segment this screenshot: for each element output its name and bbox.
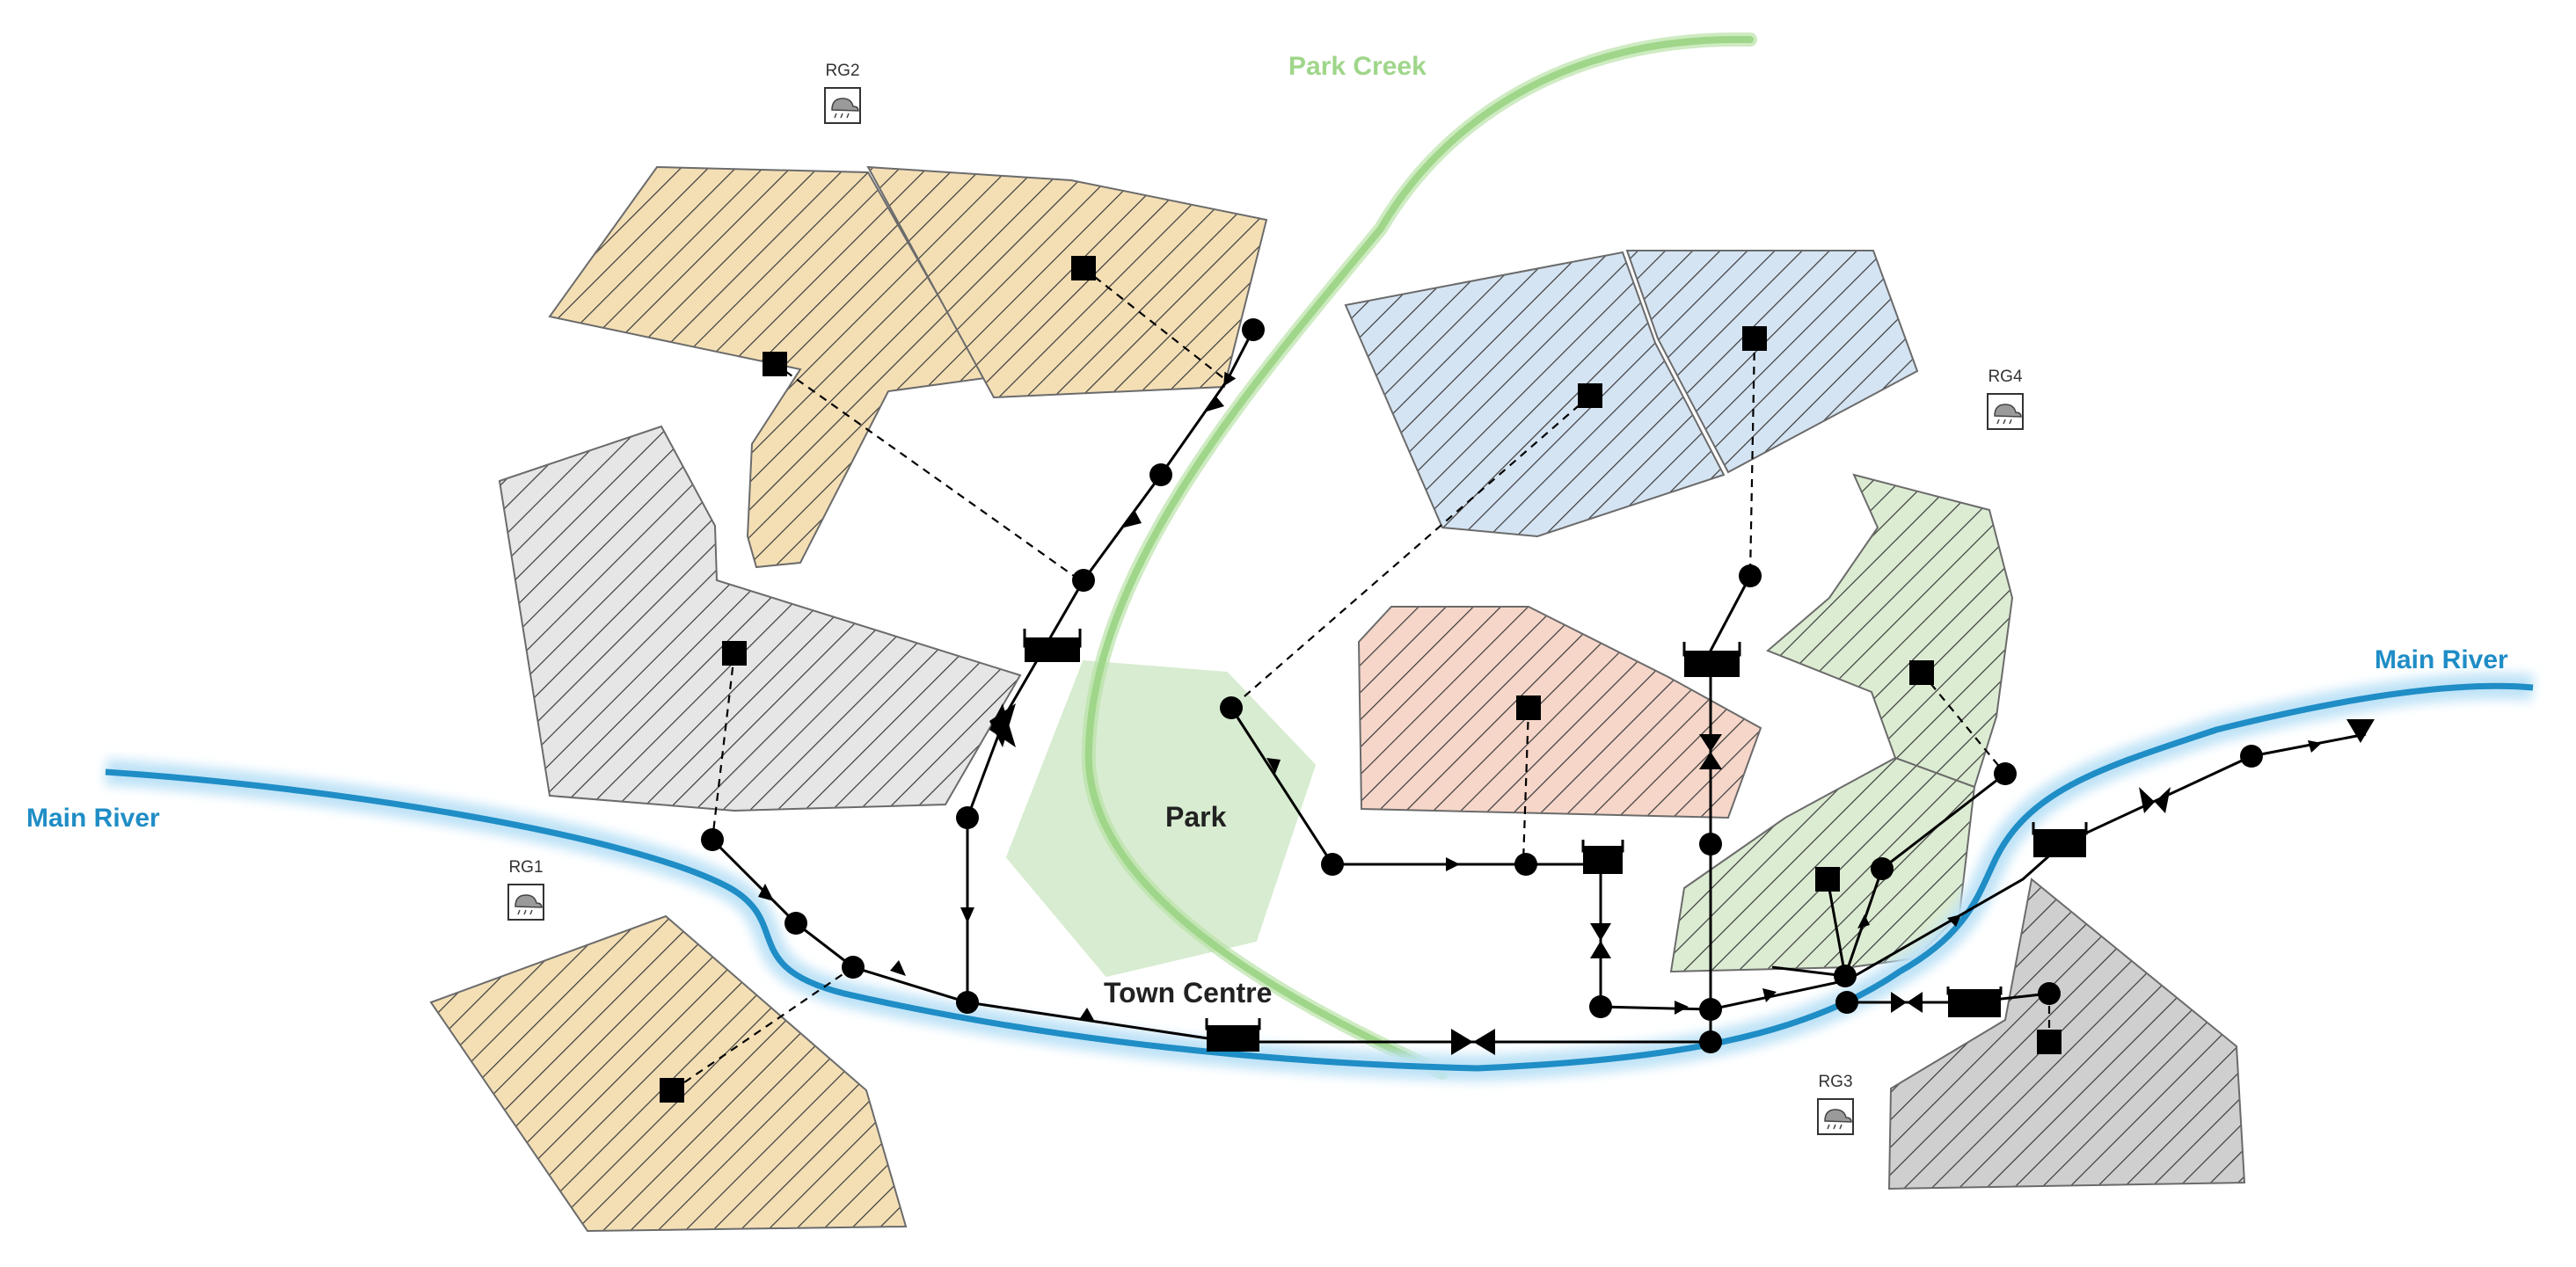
weirs — [989, 703, 2171, 1055]
subcatchments — [429, 165, 2246, 1233]
weir-icon — [1590, 923, 1611, 958]
junction-node-icon — [1835, 991, 1858, 1014]
subcatchment-centroid-icon — [1742, 326, 1767, 351]
label-park: Park — [1165, 801, 1227, 833]
rain-gauge-label: RG4 — [1988, 368, 2023, 386]
park-creek — [1081, 32, 1757, 1080]
rain-gauges: RG2 RG1 RG4 RG3 — [507, 62, 2024, 1135]
subcatchment-green-north — [1766, 473, 2014, 789]
junction-node-icon — [1149, 463, 1172, 486]
weir-icon — [989, 703, 1016, 747]
junction-node-icon — [956, 991, 979, 1014]
subcatchment-centroid-icon — [1578, 383, 1602, 408]
flow-arrows — [758, 396, 2322, 1022]
junction-node-icon — [1834, 965, 1857, 987]
subcatchment-centroid-icon — [660, 1078, 684, 1103]
label-town-centre: Town Centre — [1104, 977, 1272, 1009]
storage-unit-icon — [1205, 1018, 1261, 1052]
junction-node-icon — [842, 956, 865, 979]
label-main-river-east: Main River — [2375, 645, 2508, 674]
label-main-river-west: Main River — [26, 804, 160, 833]
junction-node-icon — [1699, 833, 1722, 856]
subcatchment-orange-north-east — [866, 165, 1268, 399]
storage-unit-icon — [2032, 822, 2088, 857]
storage-unit-icon — [1023, 629, 1082, 662]
subcatchment-grey-west — [498, 425, 1022, 812]
weir-icon — [2139, 787, 2171, 813]
park-creek-centerline — [1084, 35, 1754, 1076]
junction-node-icon — [1871, 857, 1894, 880]
junction-node-icon — [1589, 995, 1612, 1018]
main-river — [105, 673, 2535, 1082]
subcatchment-centroid-icon — [1071, 256, 1096, 280]
junction-node-icon — [1699, 1030, 1722, 1053]
junction-node-icon — [956, 806, 979, 829]
rain-gauge-label: RG2 — [825, 62, 859, 80]
subcatchment-pink — [1357, 606, 1762, 819]
junction-node-icon — [1242, 318, 1265, 341]
rain-gauge-rg1: RG1 — [507, 858, 544, 921]
rain-gauge-rg2: RG2 — [824, 62, 861, 124]
weir-icon — [1891, 992, 1923, 1013]
subcatchment-centroid-icon — [722, 641, 747, 666]
rain-gauge-rg3: RG3 — [1817, 1073, 1854, 1135]
runoff-connections — [672, 267, 2051, 1091]
junction-node-icon — [1739, 564, 1762, 587]
weir-icon — [1699, 734, 1722, 769]
junction-nodes — [701, 318, 2263, 1053]
subcatchment-orange-south-west — [429, 914, 908, 1233]
label-park-creek: Park Creek — [1288, 52, 1427, 81]
junction-node-icon — [1321, 853, 1344, 876]
subcatchment-centroid-icon — [1815, 867, 1840, 892]
junction-node-icon — [2240, 745, 2263, 768]
junction-node-icon — [1699, 998, 1722, 1021]
subcatchment-centroid-icon — [1909, 660, 1934, 685]
subcatchment-blue-west — [1344, 251, 1726, 538]
subcatchment-dark-grey-south-east — [1887, 877, 2246, 1191]
subcatchment-blue-east — [1625, 250, 1919, 474]
outfall-icon — [2346, 719, 2375, 743]
subcatchment-centroid-icon — [1516, 695, 1541, 720]
rain-gauge-label: RG3 — [1818, 1073, 1852, 1091]
storage-units — [1023, 629, 2088, 1052]
park-area — [1005, 659, 1317, 978]
weir-icon — [1451, 1029, 1495, 1055]
junction-node-icon — [784, 912, 807, 935]
junction-node-icon — [701, 828, 724, 851]
storage-unit-icon — [1581, 840, 1624, 874]
junction-node-icon — [1220, 696, 1243, 719]
junction-node-icon — [2038, 982, 2061, 1005]
subcatchment-centroid-icon — [2037, 1030, 2062, 1054]
junction-node-icon — [1072, 569, 1095, 592]
junction-node-icon — [1994, 762, 2017, 785]
storage-unit-icon — [1682, 642, 1741, 677]
rain-gauge-rg4: RG4 — [1987, 368, 2024, 430]
subcatchment-green-south — [1669, 756, 1976, 973]
junction-node-icon — [1514, 853, 1537, 876]
subcatchment-centroids — [660, 256, 2062, 1103]
subcatchment-centroid-icon — [763, 352, 787, 376]
rain-gauge-label: RG1 — [508, 858, 543, 877]
storage-unit-icon — [1946, 987, 2003, 1017]
